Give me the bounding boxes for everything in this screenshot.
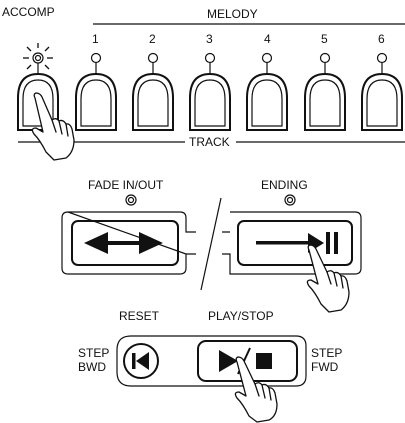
step-fwd-label-line2: FWD — [311, 360, 339, 374]
section-divider — [201, 198, 221, 290]
track-4-button[interactable] — [247, 74, 287, 130]
led-lamp-icon — [33, 53, 43, 63]
melody-label: MELODY — [207, 7, 258, 21]
track-number-6: 6 — [378, 32, 385, 46]
skip-back-icon — [132, 352, 149, 370]
track-3-button[interactable] — [190, 74, 230, 130]
led-lamp-icon — [378, 54, 387, 63]
ending-button[interactable] — [222, 212, 361, 274]
led-lamp-icon — [126, 195, 136, 205]
fast-forward-icon — [139, 232, 163, 254]
led-lamp-icon — [206, 54, 215, 63]
led-lamp-icon — [321, 54, 330, 63]
led-lamp-icon — [92, 54, 101, 63]
track-number-1: 1 — [92, 32, 99, 46]
reset-button[interactable] — [124, 344, 158, 378]
led-lamp-icon — [285, 195, 295, 205]
track-label: TRACK — [189, 135, 230, 149]
track-2-button[interactable] — [133, 74, 173, 130]
accomp-label: ACCOMP — [2, 5, 55, 19]
track-number-5: 5 — [321, 32, 328, 46]
fade-in-out-label: FADE IN/OUT — [88, 178, 164, 192]
rewind-icon — [84, 232, 108, 254]
track-6-button[interactable] — [362, 74, 402, 130]
play-stop-label: PLAY/STOP — [208, 309, 274, 323]
track-5-button[interactable] — [305, 74, 345, 130]
led-lamp-icon — [263, 54, 272, 63]
track-number-2: 2 — [149, 32, 156, 46]
ending-label: ENDING — [261, 178, 308, 192]
play-pause-icon — [256, 232, 338, 254]
track-number-4: 4 — [264, 32, 271, 46]
track-1-button[interactable] — [76, 74, 116, 130]
fade-in-out-button[interactable] — [62, 212, 196, 274]
hand-pointer-icon — [307, 245, 349, 312]
led-lamp-icon — [149, 54, 158, 63]
step-bwd-label-line1: STEP — [78, 346, 109, 360]
track-number-3: 3 — [206, 32, 213, 46]
step-fwd-label-line1: STEP — [311, 346, 342, 360]
step-bwd-label-line2: BWD — [78, 360, 106, 374]
reset-label: RESET — [119, 309, 160, 323]
